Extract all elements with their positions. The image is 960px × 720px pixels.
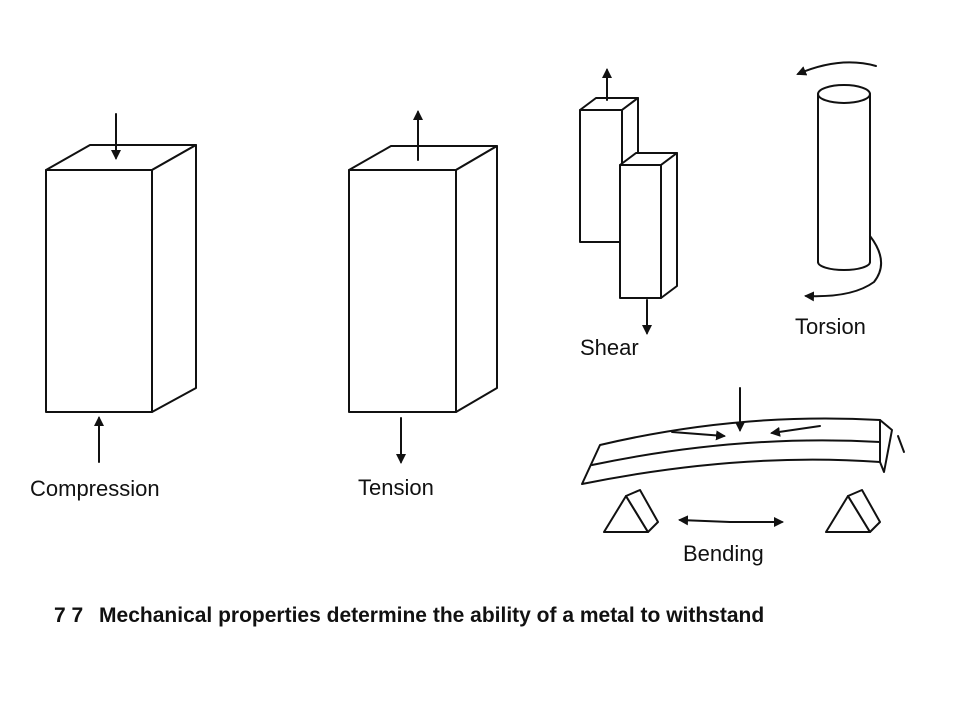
- compression-figure: Compression: [30, 113, 197, 501]
- shear-figure: Shear: [579, 68, 678, 360]
- bending-tension-arrow-left: [678, 515, 731, 526]
- shear-block-front: [619, 152, 678, 299]
- tension-label: Tension: [358, 475, 434, 500]
- bending-figure: Bending: [581, 387, 905, 566]
- torsion-cylinder: [817, 84, 871, 271]
- caption-number: 7 7: [54, 604, 83, 627]
- bending-beam: [581, 417, 881, 485]
- compression-label: Compression: [30, 476, 160, 501]
- compression-block: [45, 144, 197, 413]
- torsion-top-arrow: [796, 61, 877, 76]
- tension-figure: Tension: [348, 110, 498, 500]
- bending-support-right: [825, 489, 881, 533]
- caption-text: Mechanical properties determine the abil…: [99, 604, 764, 627]
- bending-compression-arrow-right: [770, 425, 821, 437]
- bending-beam-end: [879, 419, 893, 473]
- bending-support-left: [603, 489, 659, 533]
- torsion-bottom-arrow: [804, 235, 882, 302]
- bending-compression-arrow-left: [671, 430, 726, 441]
- torsion-label: Torsion: [795, 314, 866, 339]
- shear-label: Shear: [580, 335, 639, 360]
- tension-block: [348, 145, 498, 413]
- torsion-figure: Torsion: [795, 61, 882, 339]
- figure-caption: 7 7 Mechanical properties determine the …: [54, 604, 764, 627]
- bending-beam-edge: [897, 435, 905, 453]
- bending-neutral-line: [591, 439, 881, 466]
- bending-label: Bending: [683, 541, 764, 566]
